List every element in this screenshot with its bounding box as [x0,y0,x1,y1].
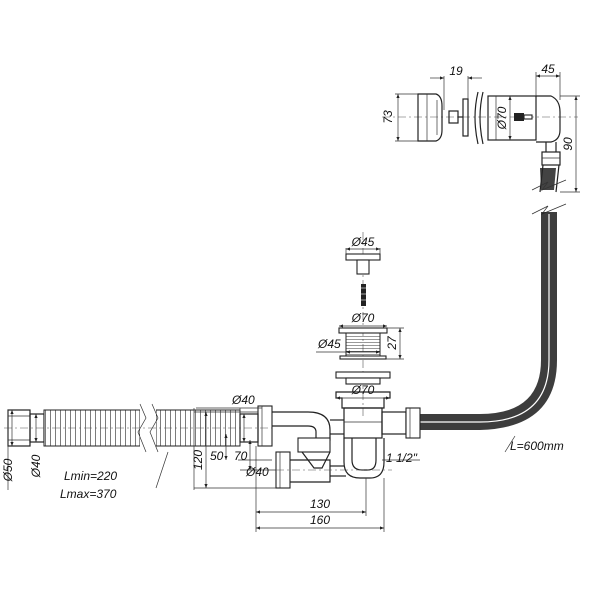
plug-dimensions: Ø45 Ø70 27 Ø45 Ø70 [316,235,404,400]
dim-d70-overflow: Ø70 [495,106,509,130]
dim-160: 160 [310,513,330,527]
siphon-trap [257,405,392,489]
dim-lmin: Lmin=220 [64,469,117,483]
dim-19: 19 [449,64,463,78]
overflow-pipe: L=600mm [420,164,567,453]
dim-90: 90 [561,137,575,151]
dim-120: 120 [191,450,205,470]
hose-dimensions: Ø50 Ø40 Ø40 Lmin=220 Lmax=370 120 50 70 … [1,393,276,501]
dim-50: 50 [210,449,224,463]
dim-thread: 1 1/2" [386,451,418,465]
dim-d40-end: Ø40 [29,454,43,478]
dim-d70-flange: Ø70 [351,383,375,397]
dim-73: 73 [381,110,395,124]
siphon-dimensions: 1 1/2" 130 160 [255,446,420,532]
dim-d45-body: Ø45 [317,337,341,351]
dim-d70-strainer: Ø70 [351,311,375,325]
pipe-length-label: L=600mm [510,439,564,453]
drain-plug-assembly [335,232,421,439]
dim-45-top: 45 [541,62,555,76]
dim-d40-hose: Ø40 [231,393,255,407]
dim-d45-plug: Ø45 [351,235,375,249]
overflow-dimensions: 73 19 45 Ø70 90 [381,62,580,193]
dim-27: 27 [385,335,399,351]
dim-130: 130 [310,497,330,511]
dim-d40-outlet: Ø40 [245,465,269,479]
dim-d50-end: Ø50 [1,458,15,482]
overflow-assembly [382,91,578,166]
corrugated-hose [4,403,272,453]
dim-70-h: 70 [234,449,248,463]
dim-lmax: Lmax=370 [60,487,117,501]
